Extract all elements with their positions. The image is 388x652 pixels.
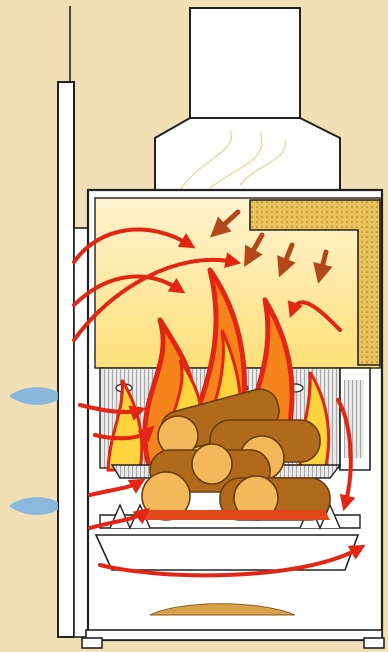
log	[192, 444, 232, 484]
embers	[140, 510, 330, 520]
